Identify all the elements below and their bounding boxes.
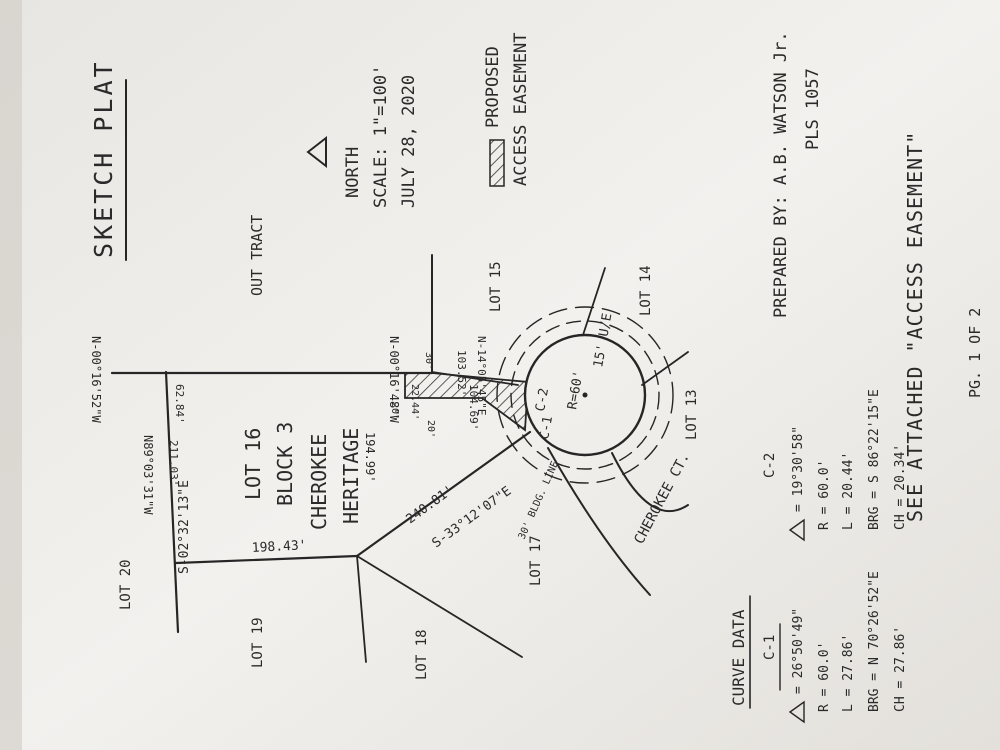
lot-west-boundary [164,370,180,634]
label-lot14: LOT 14 [638,265,654,316]
bearing-easement: N-14°05'45"E [475,336,488,415]
curve-c2-radius: R = 60.0' [817,460,832,530]
label-lot16: LOT 16 [241,428,265,500]
street-line-east [611,452,689,513]
lot-diagonal-boundary [355,430,532,558]
curve-c2-chord: CH = 20.34' [893,444,908,530]
delta-icon [788,700,805,724]
lot14-boundary [582,267,606,336]
curve-c1-chord: CH = 27.86' [893,626,908,712]
cul-de-sac [496,306,689,596]
curve-c1-name: C-1 [762,635,778,660]
curve-c2-delta: = 19°30'58" [791,426,806,512]
scale-label: SCALE: 1"=100' [371,65,391,208]
street-line-west [547,447,651,596]
dim-20a: 20' [389,402,400,420]
bearing-west: N89°03'31"W [141,435,155,515]
legend-hatch-swatch [489,139,505,187]
cul-de-sac-circle [523,333,647,457]
plat-lines [110,254,689,663]
title-block: SKETCH PLAT [89,59,127,261]
label-lot17: LOT 17 [528,535,544,586]
curve-c2-length: L = 20.44' [841,452,856,530]
label-heritage: HERITAGE [339,428,363,524]
north-arrow-icon [306,135,327,169]
dim-20b: 20' [425,420,436,438]
dim-198-43: 198.43' [251,538,307,556]
lot18-east-line [356,555,523,658]
label-lot13: LOT 13 [684,389,700,440]
date-label: JULY 28, 2020 [399,75,419,208]
plat-title: SKETCH PLAT [89,59,118,258]
lot13-boundary [641,351,689,386]
label-lot20: LOT 20 [118,559,134,610]
label-lot19: LOT 19 [250,617,266,668]
curve-c1-length: L = 27.86' [841,634,856,712]
bearing-north-lot: N-00°16'48"W [387,336,401,423]
label-c2: C-2 [533,387,552,413]
paper-edge-shadow [0,0,22,750]
curve-data-title: CURVE DATA [729,609,748,706]
dim-211-03: 211.03' [167,440,180,486]
dim-22-44: 22.44' [409,384,420,420]
label-out-tract: OUT TRACT [248,215,266,296]
curve-c1-radius: R = 60.0' [817,642,832,712]
legend: PROPOSED ACCESS EASEMENT [483,32,531,187]
label-lot18: LOT 18 [414,629,430,680]
north-block: NORTH SCALE: 1"=100' JULY 28, 2020 [306,65,419,208]
see-attached-note: SEE ATTACHED "ACCESS EASEMENT" [903,131,927,522]
bearing-south-line: S-02°32'13"E [177,480,192,574]
curve-data-c2: C-2 = 19°30'58" R = 60.0' L = 20.44' BRG… [762,389,908,542]
dim-194-99: 194.99' [363,432,377,483]
label-c1: C-1 [537,415,556,441]
north-label: NORTH [343,147,363,198]
dim-103-52: 103.52' [455,350,468,396]
prepared-by-line2: PLS 1057 [803,68,823,150]
curve-data-c1: CURVE DATA C-1 = 26°50'49" R = 60.0' L =… [729,571,908,724]
label-cherokee: CHEROKEE [307,434,331,530]
bearing-north-top: N-00°16'52"W [89,336,103,423]
legend-line2: ACCESS EASEMENT [511,32,531,186]
lot18-west-line [356,555,367,663]
page-number: PG. 1 OF 2 [966,308,984,398]
dim-62-84: 62.84' [173,384,186,424]
label-block3: BLOCK 3 [273,422,297,506]
footer-notes: SEE ATTACHED "ACCESS EASEMENT" PG. 1 OF … [903,131,984,522]
legend-line1: PROPOSED [483,46,503,128]
label-lot15: LOT 15 [488,261,504,312]
label-radius: R=60' [565,370,587,411]
dim-30: 30' [423,352,434,370]
curve-c1-delta: = 26°50'49" [791,608,806,694]
prepared-by-line1: PREPARED BY: A.B. WATSON Jr. [771,31,791,318]
lot-south-boundary [174,554,359,565]
curve-c1-bearing: BRG = N 70°26'52"E [867,571,882,712]
dim-104-69: 104.69' [467,384,480,430]
utility-easement-circle [510,320,660,470]
prepared-by-block: PREPARED BY: A.B. WATSON Jr. PLS 1057 [771,31,823,318]
delta-icon-c2 [788,518,805,542]
center-point [582,392,588,398]
building-line-circle [496,306,674,484]
curve-c2-bearing: BRG = S 86°22'15"E [867,389,882,530]
curve-c2-name: C-2 [762,453,778,478]
